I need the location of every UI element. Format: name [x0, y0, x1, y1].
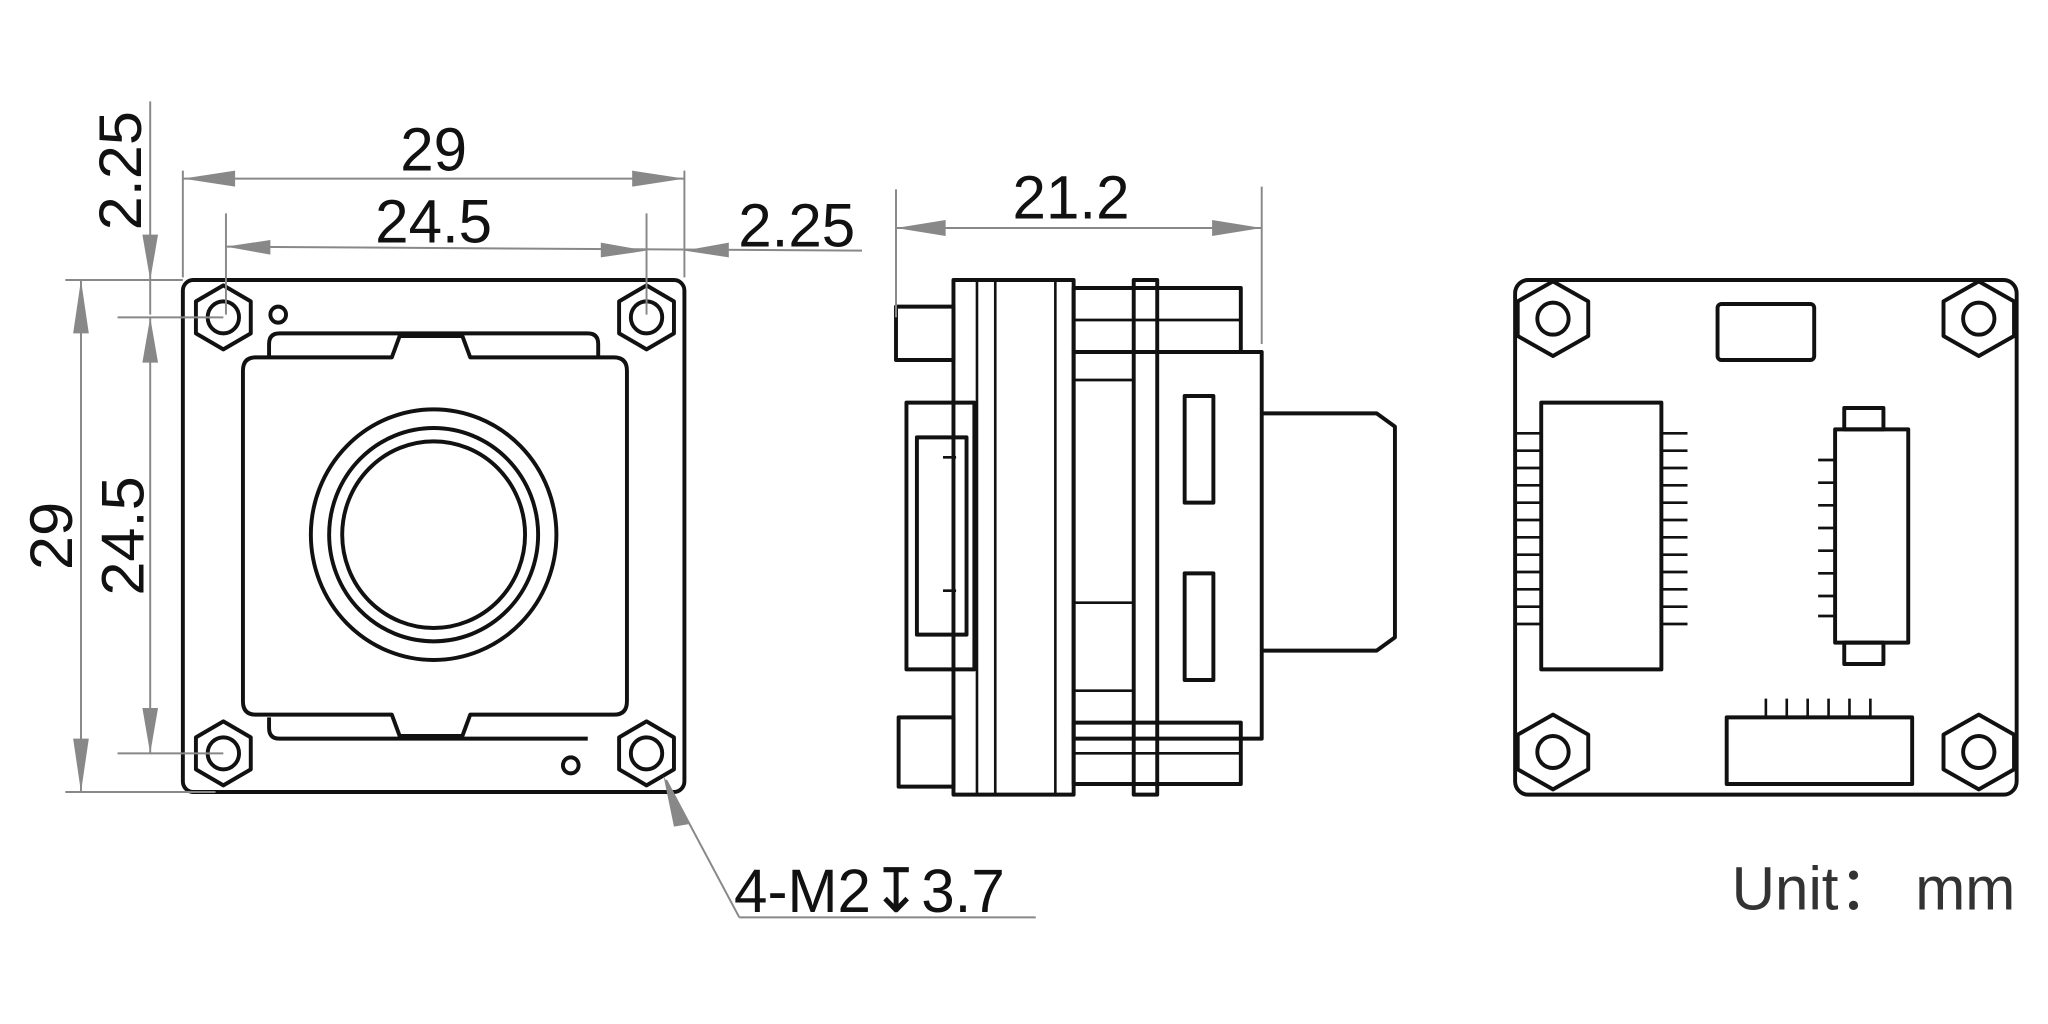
unit-label: Unit： mm — [1732, 854, 2016, 923]
side-dimensions: 21.2 — [895, 163, 1263, 344]
back-view — [1513, 277, 2019, 797]
dim-front-width: 29 — [400, 115, 467, 184]
front-dimensions: 29 24.5 2.25 2.25 29 24.5 4-M2↧3.7 — [17, 101, 1036, 925]
back-hole-bl — [1515, 712, 1591, 792]
dim-front-top-offset: 2.25 — [87, 111, 154, 230]
dim-front-height: 29 — [17, 502, 84, 570]
front-view — [180, 278, 687, 794]
back-hole-tl — [1515, 279, 1591, 358]
side-view — [894, 277, 1397, 797]
mount-hole-callout: 4-M2↧3.7 — [734, 856, 1005, 925]
dim-front-hole-spacing: 24.5 — [375, 187, 492, 256]
back-hole-tr — [1941, 279, 2016, 358]
mount-hole-bottom-right — [617, 719, 676, 788]
dim-side-depth: 21.2 — [1013, 163, 1130, 232]
dim-front-hole-height: 24.5 — [89, 476, 156, 595]
back-hole-br — [1941, 712, 2016, 792]
dim-front-right-offset: 2.25 — [738, 191, 855, 260]
